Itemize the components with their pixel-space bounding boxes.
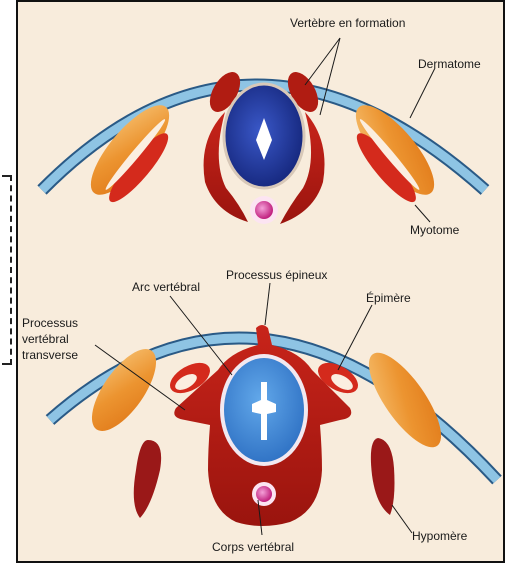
label-processus-transverse-1: Processus	[22, 316, 78, 330]
bottom-right-dermatome	[356, 343, 453, 458]
label-hypomere: Hypomère	[412, 529, 468, 543]
label-processus-transverse-2: vertébral	[22, 332, 69, 346]
bottom-panel: Arc vertébral Processus épineux Épimère …	[22, 268, 497, 554]
label-corps-vertebral: Corps vertébral	[212, 540, 294, 554]
bottom-right-hypomere	[371, 438, 395, 515]
label-vertebre-en-formation: Vertèbre en formation	[290, 16, 405, 30]
label-dermatome: Dermatome	[418, 57, 481, 71]
label-arc-vertebral: Arc vertébral	[132, 280, 200, 294]
label-processus-transverse-3: transverse	[22, 348, 78, 362]
bottom-left-hypomere	[134, 440, 161, 518]
label-processus-epineux: Processus épineux	[226, 268, 327, 282]
top-panel: Vertèbre en formation Dermatome Myotome	[42, 16, 485, 237]
label-myotome: Myotome	[410, 223, 460, 237]
label-epimere: Épimère	[366, 290, 411, 305]
